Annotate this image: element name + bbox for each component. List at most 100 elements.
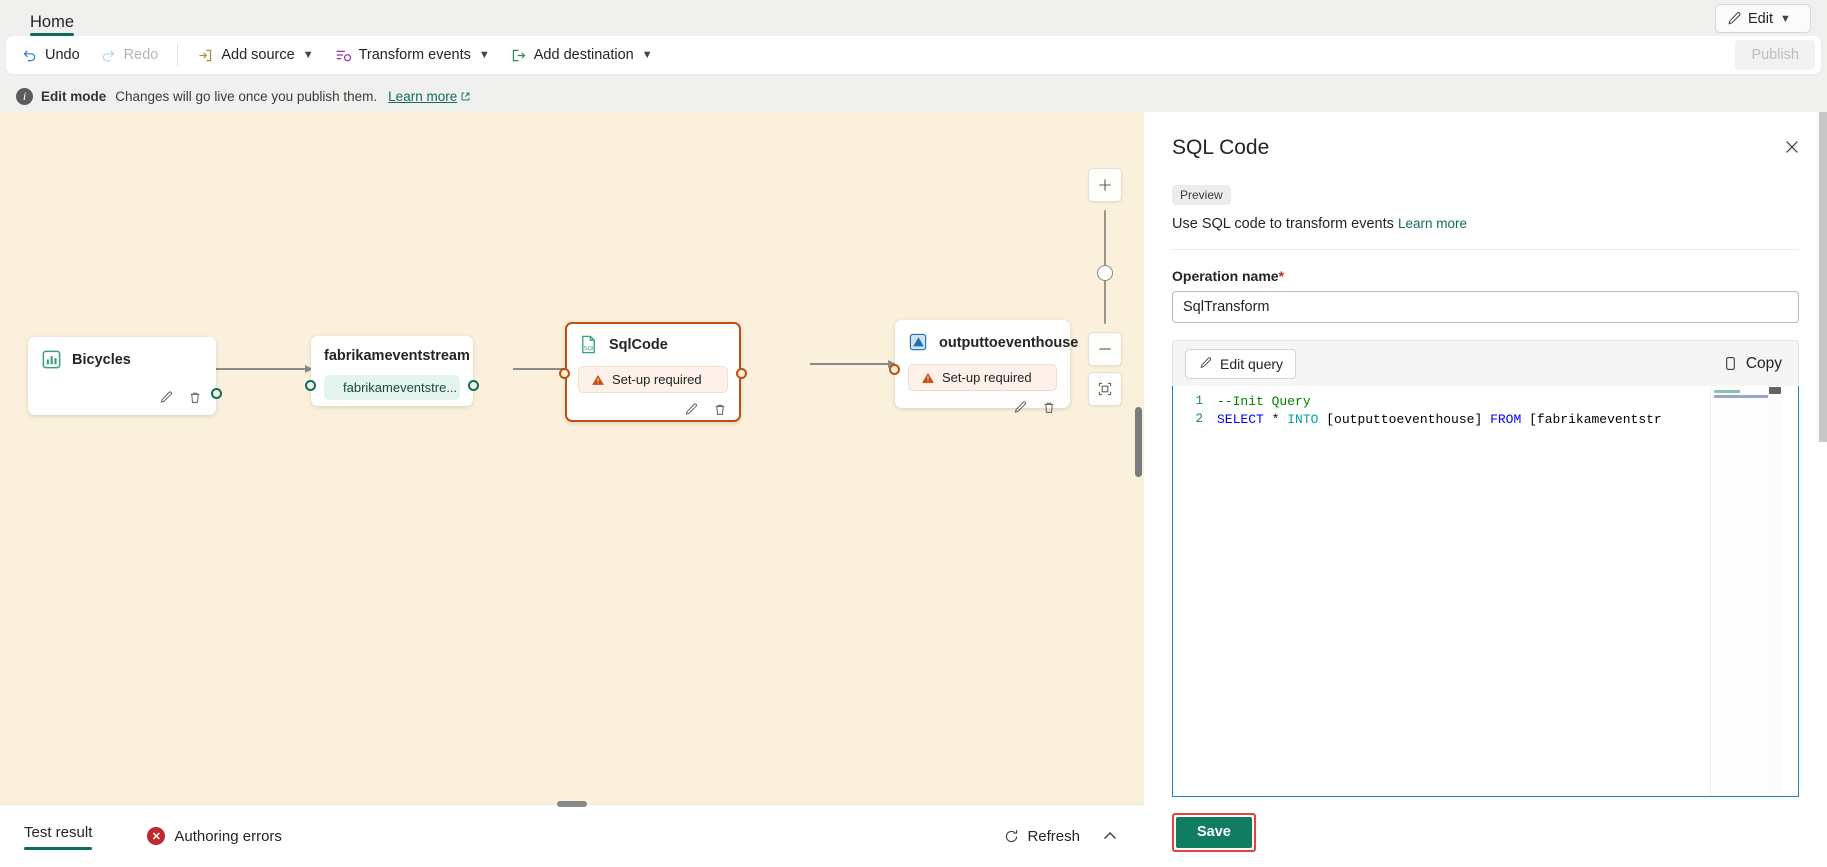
- node-input-port[interactable]: [305, 380, 316, 391]
- node-output-port[interactable]: [211, 388, 222, 399]
- panel-header: SQL Code Preview Use SQL code to transfo…: [1144, 112, 1827, 250]
- bottom-results-bar: Test result ✕ Authoring errors Refresh: [0, 801, 1144, 867]
- code-text: SELECT * INTO [outputtoeventhouse] FROM …: [1217, 411, 1662, 427]
- node-sqlcode[interactable]: SQL SqlCode Set-up required: [559, 322, 747, 422]
- delete-icon[interactable]: [1041, 400, 1057, 416]
- node-title: SqlCode: [609, 336, 668, 353]
- tab-home[interactable]: Home: [22, 12, 82, 37]
- minimap-slider[interactable]: [1768, 386, 1782, 796]
- edit-mode-button[interactable]: Edit ▼: [1715, 4, 1811, 33]
- undo-label: Undo: [45, 47, 80, 63]
- node-input-port[interactable]: [559, 368, 570, 379]
- sql-code-editor[interactable]: 1 --Init Query 2 SELECT * INTO [outputtoeve…: [1172, 386, 1799, 797]
- node-header: SQL SqlCode: [578, 334, 728, 355]
- chevron-down-icon: ▼: [641, 49, 653, 61]
- add-source-label: Add source: [221, 47, 295, 63]
- panel-body: Operation name* Edit query Copy: [1144, 250, 1827, 797]
- collapse-chevron-up-icon[interactable]: [1100, 826, 1120, 846]
- copy-button[interactable]: Copy: [1722, 355, 1786, 373]
- eventhouse-icon: [909, 333, 927, 351]
- editor-minimap[interactable]: [1710, 386, 1782, 796]
- sql-file-icon: SQL: [582, 335, 595, 354]
- transform-events-button[interactable]: Transform events ▼: [325, 40, 499, 70]
- code-lines[interactable]: 1 --Init Query 2 SELECT * INTO [outputtoeve…: [1173, 386, 1798, 428]
- learn-more-link[interactable]: Learn more: [388, 89, 471, 104]
- node-output-port[interactable]: [736, 368, 747, 379]
- delete-icon[interactable]: [187, 390, 203, 406]
- ribbon-tab-strip: Home Edit ▼: [0, 0, 1827, 36]
- setup-required-pill: Set-up required: [908, 364, 1057, 391]
- code-text: --Init Query: [1217, 393, 1311, 409]
- zoom-in-button[interactable]: [1088, 168, 1122, 202]
- add-source-icon: [199, 49, 212, 61]
- node-fabrikameventstream[interactable]: fabrikameventstream fabrikameventstre...: [305, 336, 479, 406]
- code-line[interactable]: 1 --Init Query: [1173, 392, 1798, 410]
- operation-name-input[interactable]: [1172, 291, 1799, 323]
- command-bar: Undo Redo Add source ▼ Transform events: [6, 36, 1821, 74]
- delete-icon[interactable]: [712, 402, 728, 418]
- editor-scrollbar[interactable]: [1786, 386, 1798, 796]
- pencil-icon: [1200, 357, 1212, 368]
- zoom-out-button[interactable]: [1088, 332, 1122, 366]
- edit-query-button[interactable]: Edit query: [1185, 348, 1297, 379]
- transform-events-label: Transform events: [358, 47, 471, 63]
- edit-mode-label: Edit mode: [41, 88, 107, 104]
- node-bicycles[interactable]: Bicycles: [28, 337, 222, 415]
- code-line[interactable]: 2 SELECT * INTO [outputtoeventhouse] FROM…: [1173, 410, 1798, 428]
- line-number: 1: [1195, 394, 1203, 408]
- tab-test-result[interactable]: Test result: [24, 824, 93, 850]
- fit-view-icon: [1098, 382, 1112, 396]
- undo-button[interactable]: Undo: [12, 40, 89, 70]
- bottom-bar-actions: Refresh: [1003, 826, 1120, 846]
- stream-pill: fabrikameventstre...: [324, 375, 460, 400]
- node-header: fabrikameventstream: [324, 348, 470, 364]
- refresh-button[interactable]: Refresh: [1003, 828, 1080, 845]
- canvas-scrollbar[interactable]: [1135, 407, 1142, 477]
- authoring-errors-item[interactable]: ✕ Authoring errors: [147, 827, 282, 845]
- zoom-slider-thumb[interactable]: [1097, 265, 1113, 281]
- panel-scrollbar[interactable]: [1819, 112, 1827, 442]
- save-highlight-box: Save: [1172, 812, 1256, 852]
- edge-sqlcode-to-destination: [810, 360, 896, 367]
- publish-button[interactable]: Publish: [1735, 40, 1815, 70]
- edit-mode-message: Changes will go live once you publish th…: [115, 88, 378, 104]
- resize-grip[interactable]: [557, 801, 587, 807]
- node-title: fabrikameventstream: [324, 348, 470, 364]
- minimap-line: [1714, 390, 1740, 393]
- redo-button[interactable]: Redo: [91, 40, 168, 70]
- tab-home-label: Home: [30, 12, 75, 31]
- warning-icon: [922, 372, 934, 383]
- edit-icon[interactable]: [683, 402, 699, 418]
- node-title: outputtoeventhouse: [939, 334, 1079, 351]
- minus-icon: [1099, 348, 1111, 350]
- close-panel-button[interactable]: [1779, 134, 1805, 160]
- node-output-port[interactable]: [468, 380, 479, 391]
- setup-required-pill: Set-up required: [578, 366, 728, 393]
- fit-to-view-button[interactable]: [1088, 372, 1122, 406]
- zoom-slider-track[interactable]: [1097, 210, 1113, 324]
- required-asterisk: *: [1278, 268, 1285, 284]
- authoring-errors-label: Authoring errors: [174, 827, 282, 845]
- edit-icon[interactable]: [1012, 400, 1028, 416]
- chevron-down-icon: ▼: [1780, 12, 1791, 25]
- plus-icon: [1099, 179, 1111, 191]
- node-outputtoeventhouse[interactable]: outputtoeventhouse Set-up required: [889, 320, 1078, 413]
- transform-events-icon: [336, 50, 351, 62]
- add-destination-button[interactable]: Add destination ▼: [501, 40, 662, 70]
- line-number: 2: [1195, 412, 1203, 426]
- setup-required-label: Set-up required: [612, 372, 702, 387]
- node-input-port[interactable]: [889, 364, 900, 375]
- close-icon: [1786, 141, 1798, 153]
- panel-description: Use SQL code to transform events Learn m…: [1172, 216, 1799, 232]
- panel-learn-more-link[interactable]: Learn more: [1397, 216, 1467, 231]
- save-button[interactable]: Save: [1176, 816, 1252, 848]
- zoom-controls: [1088, 168, 1122, 406]
- flow-canvas[interactable]: Bicycles fabrikameventstream fab: [0, 112, 1144, 804]
- node-actions: [41, 390, 203, 406]
- edit-icon[interactable]: [158, 390, 174, 406]
- minimap-thumb[interactable]: [1769, 387, 1781, 394]
- node-header: Bicycles: [41, 349, 203, 370]
- edit-query-label: Edit query: [1220, 355, 1284, 372]
- add-source-button[interactable]: Add source ▼: [188, 40, 322, 70]
